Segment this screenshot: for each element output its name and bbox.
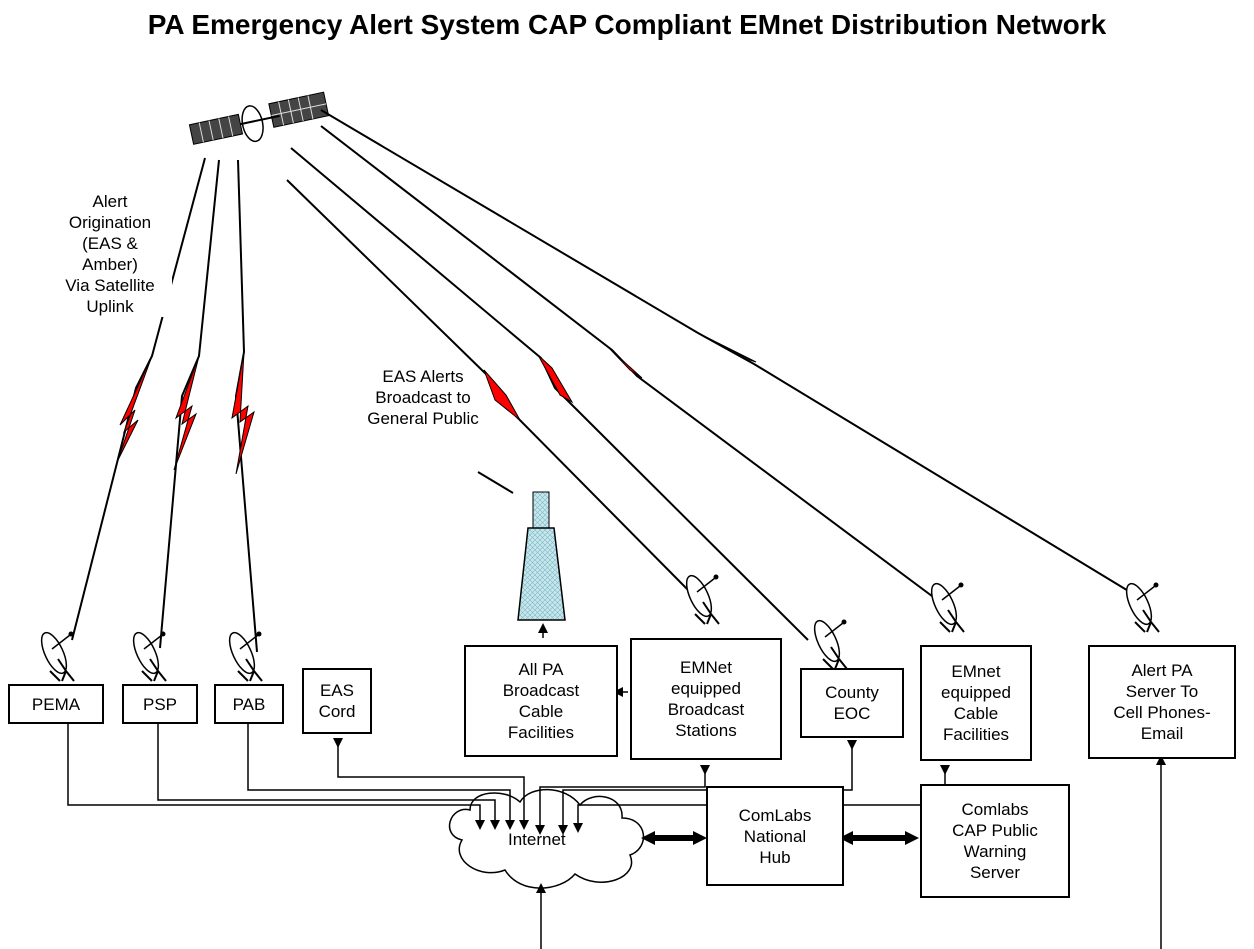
node-pema: PEMA [8,684,104,724]
dish-pab-icon [223,628,263,682]
conn-eas-cord [333,738,529,830]
lightning-pab [231,351,255,475]
internet-connectors [63,623,1166,949]
dish-psp-icon [127,628,167,682]
satellite-links [71,109,1136,653]
node-pab: PAB [214,684,284,724]
satellite-icon [188,91,330,145]
node-all-pa-broadcast: All PA Broadcast Cable Facilities [464,645,618,757]
lightning-emnet-broadcast [483,369,521,421]
node-emnet-cable: EMnet equipped Cable Facilities [920,645,1032,761]
lightning-pema [117,355,153,461]
link-pema [71,157,206,641]
node-county-eoc: County EOC [800,668,904,738]
node-emnet-broadcast: EMNet equipped Broadcast Stations [630,638,782,760]
broadcast-tower-icon [517,491,566,621]
dish-emnet-broadcast-icon [680,571,720,625]
lightning-emnet-cable [608,347,643,379]
lightning-psp [173,355,200,471]
dish-county-eoc-icon [808,616,848,670]
node-eas-cord: EAS Cord [302,668,372,734]
node-comlabs-cap: Comlabs CAP Public Warning Server [920,784,1070,898]
link-psp [159,159,220,649]
node-internet: Internet [508,830,566,849]
link-alert-server [320,109,1136,596]
lightning-alert-server [697,332,757,363]
dish-pema-icon [35,628,75,682]
diagram-title: PA Emergency Alert System CAP Compliant … [147,9,1107,40]
dish-emnet-cable-icon [925,579,965,633]
node-comlabs-hub: ComLabs National Hub [706,786,844,886]
lightning-county-eoc [537,354,574,404]
lightning-bolts [117,332,757,475]
annotation-eas-broadcast: EAS Alerts Broadcast to General Public [367,367,479,428]
dish-alert-server-icon [1120,579,1160,633]
node-alert-pa-server: Alert PA Server To Cell Phones- Email [1088,645,1236,759]
link-tower [477,471,514,494]
annotation-alert-origination: Alert Origination (EAS & Amber) Via Sate… [48,191,172,317]
node-psp: PSP [122,684,198,724]
